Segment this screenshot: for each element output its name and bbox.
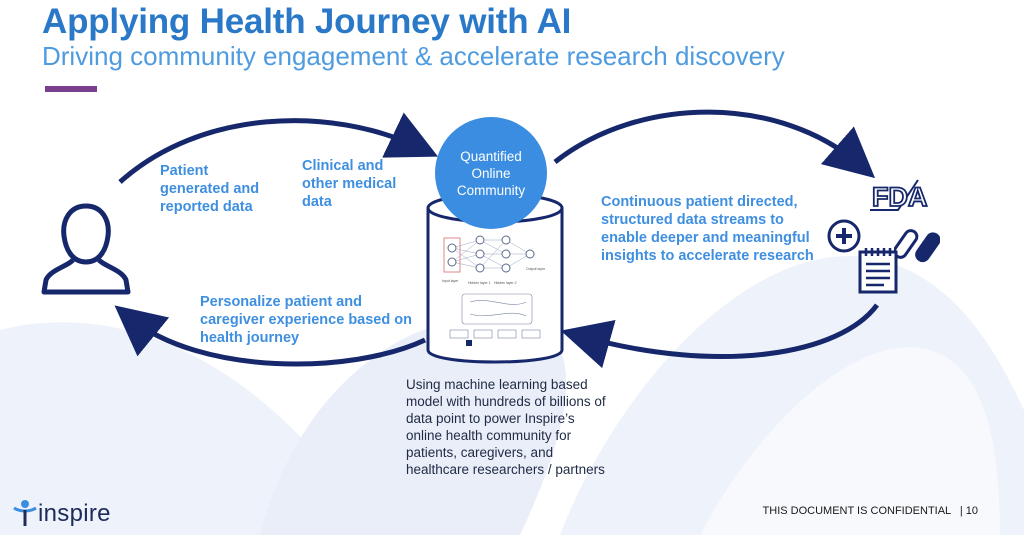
plus-icon [827,219,861,253]
label-continuous: Continuous patient directed, structured … [601,194,814,264]
person-icon [41,203,131,295]
arrow-top-left [118,112,439,184]
label-personalize: Personalize patient and caregiver experi… [200,294,412,346]
community-line-2: Online [471,166,511,181]
fda-text: FDA [872,182,928,212]
fda-logo-icon: FDA [868,176,948,216]
notepad-icon [858,248,898,294]
arrow-bottom-right [560,303,880,369]
pills-icon [894,229,940,263]
nn-input-label: Input layer [442,279,459,283]
title-accent-bar [45,86,97,92]
slide-title: Applying Health Journey with AI [42,2,572,41]
slide-subtitle: Driving community engagement & accelerat… [42,41,785,71]
label-clinical-data: Clinical and other medical data [302,158,397,210]
community-circle [435,117,547,229]
nn-hidden1-label: Hidden layer 1 [468,281,491,285]
page-number: | 10 [959,505,978,517]
nn-hidden2-label: Hidden layer 2 [494,281,517,285]
inspire-logo-icon [13,500,37,526]
community-label: Quantified Online Community [435,148,547,199]
community-line-1: Quantified [460,149,522,164]
nn-output-label: Output layer [526,267,546,271]
neural-network-icon: Input layer Hidden layer 1 Hidden layer … [442,235,546,346]
confidential-notice: THIS DOCUMENT IS CONFIDENTIAL [762,505,951,517]
label-patient-data: Patient generated and reported data [160,163,260,215]
label-machine-learning: Using machine learning based model with … [406,377,606,477]
brand-name: inspire [38,500,111,527]
footer: THIS DOCUMENT IS CONFIDENTIAL | 10 [763,505,978,517]
community-line-3: Community [456,183,526,198]
arrow-bottom-left [114,305,427,367]
arrow-top-right [553,109,876,179]
